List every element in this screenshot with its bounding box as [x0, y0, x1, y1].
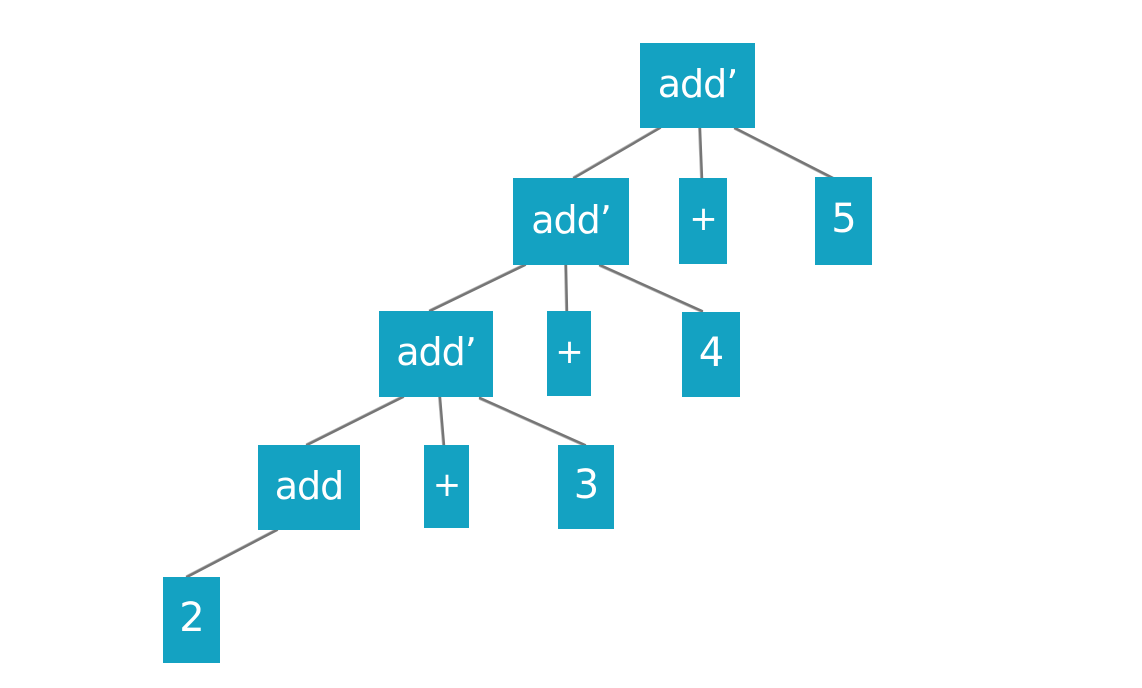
tree-node-label: add’ [531, 197, 612, 242]
tree-edge [698, 126, 704, 180]
tree-edge [428, 263, 527, 313]
tree-node-five: 5 [815, 177, 872, 265]
tree-node-plus-3: + [424, 445, 469, 528]
tree-node-add-1: add [258, 445, 360, 530]
tree-edge [185, 528, 279, 579]
tree-edge [564, 263, 569, 313]
tree-node-add-prime-1: add’ [640, 43, 755, 128]
tree-node-label: 3 [573, 462, 599, 508]
tree-edge [572, 126, 662, 180]
tree-node-label: add’ [657, 61, 739, 106]
tree-edge [478, 396, 587, 447]
tree-node-label: 4 [698, 329, 724, 376]
tree-node-plus-1: + [679, 178, 727, 264]
tree-node-label: 5 [831, 196, 856, 242]
tree-node-label: + [555, 331, 583, 372]
tree-node-label: + [432, 464, 461, 505]
tree-node-label: add [274, 463, 345, 508]
tree-node-label: + [689, 199, 717, 239]
tree-node-four: 4 [682, 312, 740, 397]
tree-edge [598, 263, 704, 313]
tree-edge [305, 395, 405, 447]
tree-node-add-prime-3: add’ [379, 311, 493, 397]
tree-node-add-prime-2: add’ [513, 178, 629, 265]
tree-edge [733, 126, 835, 180]
tree-node-three: 3 [558, 445, 614, 529]
tree-node-label: add’ [396, 330, 477, 374]
tree-node-two: 2 [163, 577, 220, 663]
tree-edge [438, 395, 446, 447]
tree-node-label: 2 [179, 595, 204, 641]
tree-node-plus-2: + [547, 311, 591, 396]
